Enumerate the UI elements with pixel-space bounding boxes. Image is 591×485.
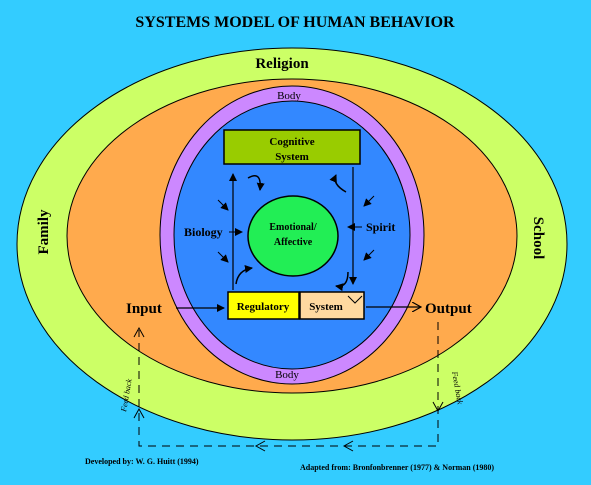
feedback-arrow-right: [432, 401, 444, 413]
body-top-label: Body: [277, 90, 301, 102]
system-box: [299, 291, 365, 320]
arrow-biology-lower: [217, 251, 229, 263]
curved-arrow-top-left: [247, 175, 265, 191]
body-bottom-label: Body: [275, 369, 299, 381]
feedback-arrow-bottom-left: [254, 440, 266, 452]
diagram-title: SYSTEMS MODEL OF HUMAN BEHAVIOR: [135, 14, 455, 31]
religion-label: Religion: [255, 56, 309, 72]
cognitive-label-line2: System: [275, 151, 309, 163]
curved-arrow-top-right: [329, 174, 347, 193]
arrow-spirit-lower: [363, 249, 375, 261]
cognitive-system-box: [223, 129, 361, 165]
arrow-biology-upper: [217, 199, 229, 211]
regulatory-label: Regulatory: [237, 301, 290, 313]
credit-developed: Developed by: W. G. Huitt (1994): [85, 457, 199, 466]
family-label: Family: [36, 209, 52, 254]
cognitive-label-line1: Cognitive: [269, 136, 314, 148]
curved-arrow-bottom-right: [335, 271, 349, 292]
input-label: Input: [126, 301, 162, 317]
arrow-spirit-upper: [363, 195, 375, 207]
curved-arrow-bottom-left: [235, 265, 253, 285]
emotional-label-line1: Emotional/: [269, 222, 316, 233]
biology-label: Biology: [184, 225, 223, 239]
system-chevron-icon: [347, 295, 363, 304]
feedback-arrow-bottom-right: [342, 440, 354, 452]
credit-adapted: Adapted from: Bronfonbrenner (1977) & No…: [300, 463, 494, 472]
school-label: School: [530, 217, 546, 260]
spirit-label: Spirit: [366, 220, 395, 234]
feedback-arrow-input: [133, 326, 145, 338]
feedback-loop-path: [138, 322, 439, 447]
emotional-label-line2: Affective: [274, 237, 313, 248]
output-label: Output: [425, 301, 472, 317]
system-label: System: [309, 301, 343, 313]
regulatory-box: [227, 291, 300, 320]
feedback-arrow-left: [133, 407, 145, 419]
emotional-affective-circle: [247, 195, 339, 277]
